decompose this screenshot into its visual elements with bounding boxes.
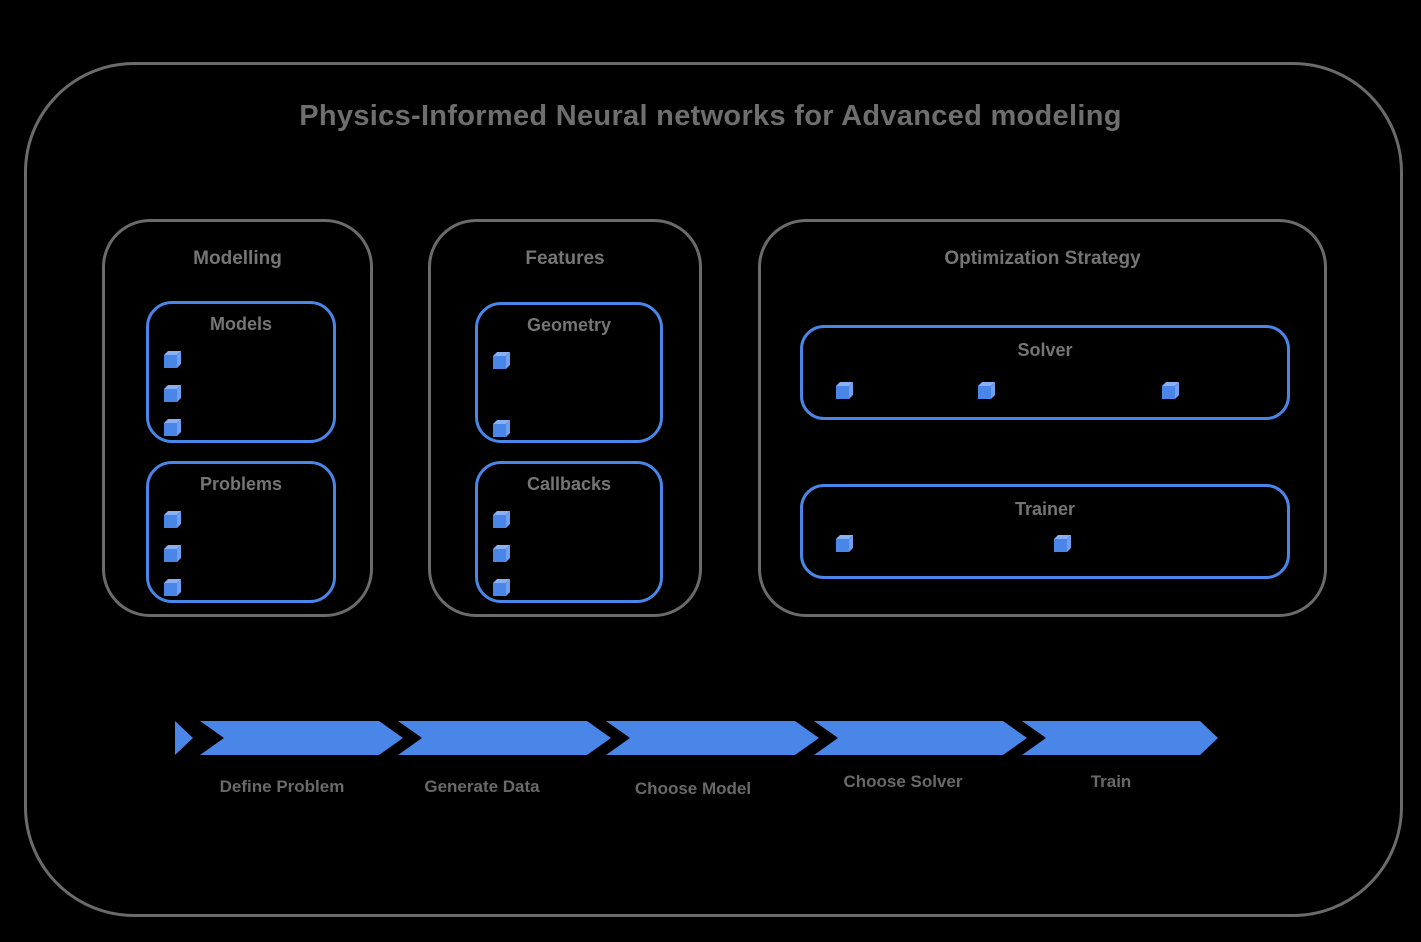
- cube-icon: [164, 515, 177, 528]
- group-modelling: Modelling Models Problems: [102, 219, 373, 617]
- flow-step-label: Define Problem: [219, 777, 345, 796]
- box-problems: Problems: [146, 461, 336, 603]
- cube-icon: [836, 386, 849, 399]
- box-label: Geometry: [526, 315, 612, 335]
- cube-icon: [1054, 539, 1067, 552]
- flow-step-label: Train: [1090, 772, 1132, 791]
- box-solver: Solver: [800, 325, 1290, 420]
- cube-icon: [164, 355, 177, 368]
- box-geometry: Geometry: [475, 302, 663, 443]
- box-label: Callbacks: [526, 474, 612, 494]
- cube-icon: [164, 583, 177, 596]
- bullet-list: [493, 356, 511, 437]
- cube-icon: [1162, 386, 1175, 399]
- bullet-list: [803, 487, 1287, 576]
- bullet-list: [164, 515, 182, 596]
- box-label: Problems: [199, 474, 283, 494]
- cube-icon: [164, 549, 177, 562]
- group-label: Modelling: [193, 248, 282, 269]
- cube-icon: [493, 549, 506, 562]
- flow-chevron-segment: [606, 721, 819, 755]
- cube-icon: [493, 356, 506, 369]
- box-trainer: Trainer: [800, 484, 1290, 579]
- bullet-list: [803, 328, 1287, 417]
- main-container: [24, 62, 1403, 917]
- box-models: Models: [146, 301, 336, 443]
- flow-step-label: Generate Data: [424, 777, 540, 796]
- cube-icon: [836, 539, 849, 552]
- cube-icon: [164, 389, 177, 402]
- flow-step-label: Choose Model: [634, 779, 752, 798]
- group-features: Features Geometry Callbacks: [428, 219, 702, 617]
- flow-chevron-segment: [200, 721, 403, 755]
- box-label: Models: [209, 314, 272, 334]
- group-optimization-strategy: Optimization Strategy Solver Trainer: [758, 219, 1327, 617]
- flow-chevron-segment: [398, 721, 611, 755]
- bullet-list: [164, 355, 182, 436]
- cube-icon: [978, 386, 991, 399]
- group-label: Features: [525, 248, 605, 269]
- cube-icon: [493, 424, 506, 437]
- flow-step-label: Choose Solver: [843, 772, 963, 791]
- cube-icon: [493, 583, 506, 596]
- box-label: Trainer: [1014, 499, 1076, 519]
- cube-icon: [493, 515, 506, 528]
- box-label: Solver: [1017, 340, 1073, 360]
- flow-chevron-segment: [1022, 721, 1218, 755]
- box-callbacks: Callbacks: [475, 461, 663, 603]
- group-label: Optimization Strategy: [944, 248, 1141, 269]
- bullet-list: [493, 515, 511, 596]
- diagram-title: Physics-Informed Neural networks for Adv…: [299, 100, 1122, 132]
- cube-icon: [164, 423, 177, 436]
- flow-chevron-segment: [814, 721, 1027, 755]
